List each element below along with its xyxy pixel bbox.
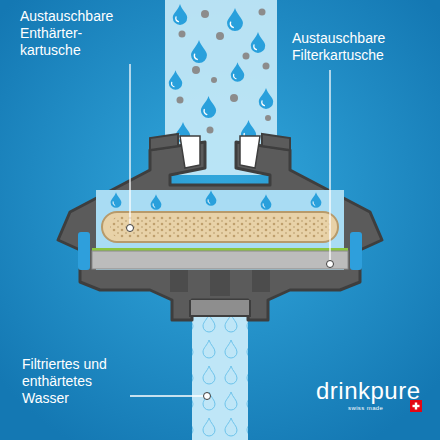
filter-cartridge <box>92 251 348 269</box>
brand-tagline: swiss made <box>348 404 408 412</box>
part-label: Austauschbare Filterkartusche <box>292 30 432 64</box>
seal-right <box>350 232 362 270</box>
part-label: Austauschbare Enthärter- kartusche <box>20 8 132 59</box>
output-label: Filtriertes und enthärtetes Wasser <box>22 356 134 407</box>
outlet-ribs <box>170 270 270 296</box>
leader-dots <box>127 225 334 400</box>
filter-housing <box>58 134 382 320</box>
water-drops-in <box>169 4 273 143</box>
chamber-drops <box>111 190 322 210</box>
softener-cartridge <box>102 212 338 242</box>
brand-logo: drinkpure <box>316 378 426 404</box>
seal-left <box>78 232 90 270</box>
leader-lines <box>130 64 330 396</box>
